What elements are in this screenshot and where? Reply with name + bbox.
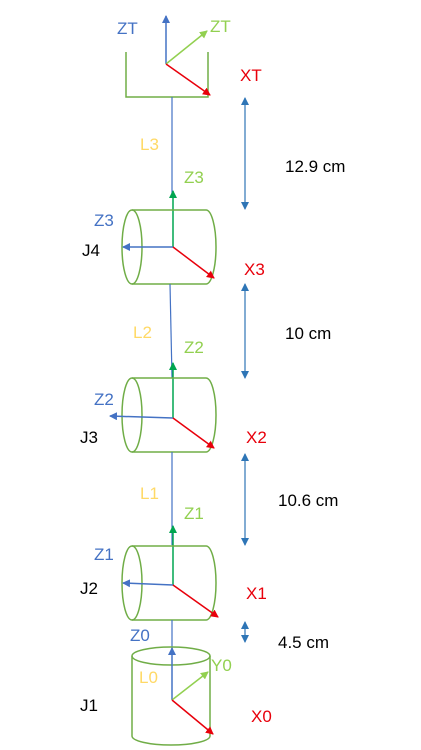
joint-j2-cylinder: [121, 545, 217, 621]
joint-j2-x-axis-arrow: [172, 584, 219, 618]
joint-j1-x-axis-arrow: [171, 699, 214, 735]
tool-z2-label: ZT: [210, 17, 231, 36]
tool-frame: ZT ZT XT: [117, 15, 262, 98]
joint-j2-z-axis-arrow: [122, 579, 174, 588]
joint-j1-y-axis-arrow: [171, 671, 209, 701]
link-l2-label: L2: [133, 323, 152, 342]
joint-j4-z-label: Z3: [94, 211, 114, 230]
joint-j3: Z2 J3 X2: [80, 377, 267, 453]
link-l3: L3 Z3 12.9 cm: [140, 97, 345, 247]
link-l2-z-label: Z2: [184, 338, 204, 357]
joint-j3-x-label: X2: [246, 428, 267, 447]
link-l1-z-label: Z1: [184, 504, 204, 523]
joint-j3-name: J3: [80, 428, 98, 447]
joint-j3-x-axis-arrow: [172, 417, 215, 449]
joint-j4-x-axis-arrow: [172, 246, 215, 279]
link-l2-bar: [169, 283, 173, 379]
joint-j1-cylinder-top: [131, 646, 211, 666]
link-l0-length: 4.5 cm: [278, 633, 329, 652]
joint-j1-y-label: Y0: [211, 656, 232, 675]
joint-j4: Z3 J4 X3: [82, 209, 265, 285]
joint-j3-z-axis-arrow: [109, 412, 174, 421]
joint-j2-name: J2: [80, 579, 98, 598]
link-l3-length: 12.9 cm: [285, 157, 345, 176]
joint-j4-cylinder: [121, 209, 217, 285]
tool-z2-axis-arrow: [165, 30, 208, 65]
joint-j1-x-label: X0: [251, 707, 272, 726]
joint-j1: Z0 Y0 L0 J1 X0: [80, 626, 272, 746]
tool-x-label: XT: [240, 66, 262, 85]
link-l2-length: 10 cm: [285, 324, 331, 343]
tool-z-label: ZT: [117, 19, 138, 38]
joint-j1-cylinder: [131, 656, 211, 746]
tool-x-axis-arrow: [165, 63, 211, 96]
joint-j2-z-label: Z1: [94, 545, 114, 564]
joint-j2-x-label: X1: [246, 584, 267, 603]
link-l0: 4.5 cm: [171, 620, 329, 652]
tool-bracket: [125, 52, 209, 98]
joint-j1-base-link-label: L0: [139, 668, 158, 687]
joint-j3-cylinder-face: [131, 377, 143, 453]
joint-j3-z-label: Z2: [94, 390, 114, 409]
joint-j1-z-label: Z0: [130, 626, 150, 645]
joint-j2: Z1 J2 X1: [80, 545, 267, 621]
link-l3-label: L3: [140, 135, 159, 154]
joint-j4-name: J4: [82, 241, 100, 260]
link-l2: L2 Z2 10 cm: [133, 283, 331, 418]
link-l1: L1 Z1 10.6 cm: [140, 452, 338, 585]
joint-j4-x-label: X3: [244, 260, 265, 279]
joint-j2-cylinder-face: [131, 545, 143, 621]
link-l3-z-label: Z3: [184, 168, 204, 187]
link-l1-label: L1: [140, 484, 159, 503]
joint-j3-cylinder: [121, 377, 217, 453]
joint-j1-name: J1: [80, 696, 98, 715]
link-l1-length: 10.6 cm: [278, 491, 338, 510]
